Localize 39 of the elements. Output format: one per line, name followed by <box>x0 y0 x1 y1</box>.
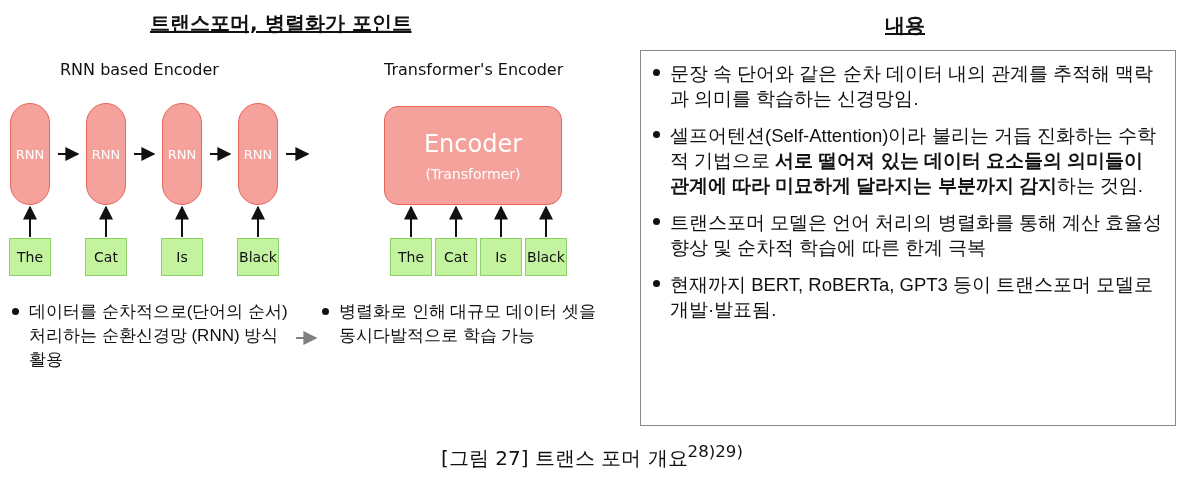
encoder-subtitle: (Transformer) <box>425 165 521 182</box>
arrow <box>449 205 463 238</box>
rnn-cell: RNN <box>86 103 126 205</box>
word-token: The <box>390 238 432 276</box>
section-label: RNN based Encoder <box>60 60 219 79</box>
word-token: Is <box>480 238 522 276</box>
arrow <box>23 205 37 238</box>
word-token: Cat <box>435 238 477 276</box>
arrow <box>539 205 553 238</box>
diagram-title: 트랜스포머, 병렬화가 포인트 <box>150 10 412 37</box>
arrow <box>295 331 318 345</box>
bullet-text: 트랜스포머 모델은 언어 처리의 병렬화를 통해 계산 효율성 향상 및 순차적 학습에 따른 한계 극복 <box>670 211 1163 260</box>
arrow <box>251 205 265 238</box>
word-token: Cat <box>85 238 127 276</box>
rnn-cell: RNN <box>10 103 50 205</box>
section-heading: 내용 <box>885 12 925 39</box>
word-token: Black <box>237 238 279 276</box>
bullet-text: 병렬화로 인해 대규모 데이터 셋을 동시다발적으로 학습 가능 <box>339 301 597 347</box>
rnn-cell: RNN <box>238 103 278 205</box>
rnn-cell: RNN <box>162 103 202 205</box>
section-label: Transformer's Encoder <box>384 60 564 79</box>
word-token: Is <box>161 238 203 276</box>
bullet-text: 문장 속 단어와 같은 순차 데이터 내의 관계를 추적해 맥락과 의미를 학습하는 신경망임. <box>670 62 1155 111</box>
arrow <box>57 147 80 161</box>
arrow <box>175 205 189 238</box>
word-token: The <box>9 238 51 276</box>
arrow <box>209 147 232 161</box>
encoder-block <box>384 106 562 205</box>
figure-caption: [그림 27] 트랜스 포머 개요$^{28)29)}$ <box>440 442 744 472</box>
arrow <box>494 205 508 238</box>
bullet-text: 셀프어텐션(Self-Attention)이라 불리는 거듭 진화하는 수학적 기법으로 서로 떨어져 있는 데이터 요소들의 의미들이 관계에 따라 미묘하게 달라지는 부분까지 감지하는 것임. <box>670 124 1157 198</box>
arrow <box>404 205 418 238</box>
arrow <box>99 205 113 238</box>
bullet-text: 현재까지 BERT, RoBERTa, GPT3 등이 트랜스포머 모델로 개발·발표됨. <box>670 273 1155 322</box>
bullet-text: 데이터를 순차적으로(단어의 순서) 처리하는 순환신경망 (RNN) 방식 활용 <box>29 301 289 371</box>
encoder-title: Encoder <box>423 129 523 158</box>
word-token: Black <box>525 238 567 276</box>
arrow <box>285 147 310 161</box>
arrow <box>133 147 156 161</box>
